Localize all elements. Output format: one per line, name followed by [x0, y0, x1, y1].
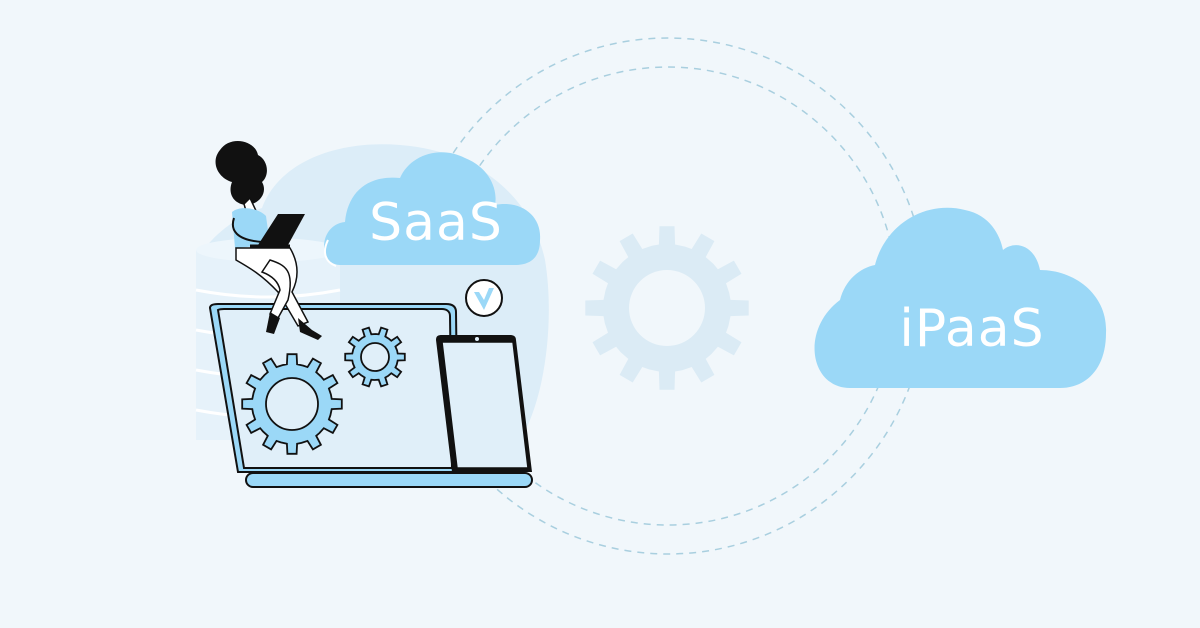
ipaas-cloud-shape — [814, 207, 1107, 388]
gear-icon-large-faded — [585, 226, 749, 390]
ipaas-cloud-label: iPaaS — [899, 299, 1045, 359]
checkmark-icon — [465, 279, 503, 317]
saas-cloud-label: SaaS — [369, 193, 503, 253]
saas-cloud-shape — [324, 152, 541, 265]
gear-icon-medium — [241, 353, 343, 455]
tablet-icon — [436, 335, 532, 472]
person-with-laptop-figure — [215, 140, 322, 340]
gear-icon-small — [344, 326, 406, 388]
